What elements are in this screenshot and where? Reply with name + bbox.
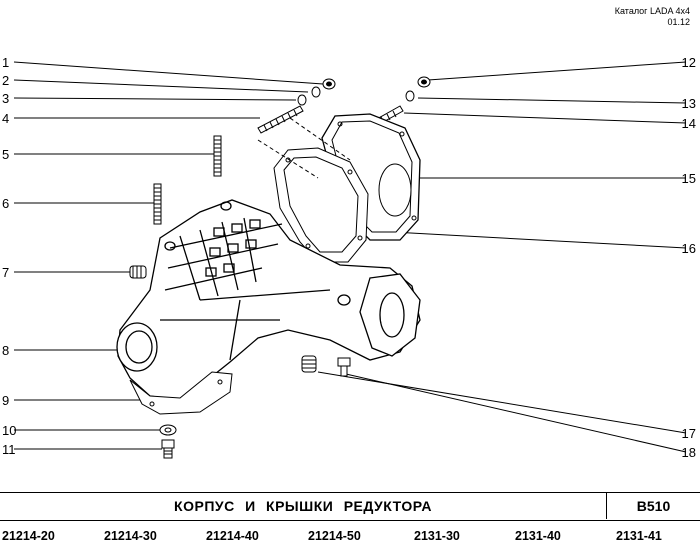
catalog-date: 01.12 bbox=[667, 17, 690, 27]
plug-7 bbox=[129, 265, 147, 279]
washer-10 bbox=[159, 424, 177, 436]
leader-3 bbox=[13, 97, 297, 101]
callout-15: 15 bbox=[682, 171, 696, 186]
section-title: КОРПУС И КРЫШКИ РЕДУКТОРА bbox=[174, 498, 432, 514]
model-item: 21214-20 bbox=[2, 529, 55, 543]
breather-18 bbox=[337, 357, 351, 377]
leader-18 bbox=[345, 373, 687, 453]
callout-13: 13 bbox=[682, 96, 696, 111]
exploded-parts-diagram: 1 2 3 4 5 6 7 8 9 10 11 12 13 14 15 16 1… bbox=[2, 55, 696, 460]
nut-1 bbox=[322, 78, 336, 90]
callout-17: 17 bbox=[682, 426, 696, 441]
title-bar: КОРПУС И КРЫШКИ РЕДУКТОРА B510 bbox=[0, 492, 700, 521]
washer-3 bbox=[297, 94, 307, 106]
leader-16 bbox=[354, 229, 687, 249]
leader-17 bbox=[317, 371, 687, 434]
model-list: 21214-20 21214-30 21214-40 21214-50 2131… bbox=[0, 529, 700, 551]
washer-2 bbox=[311, 86, 321, 98]
gasket-16 bbox=[273, 147, 369, 263]
model-item: 2131-41 bbox=[616, 529, 662, 543]
washer-13 bbox=[405, 90, 415, 102]
flange-9 bbox=[129, 371, 233, 415]
callout-3: 3 bbox=[2, 91, 9, 106]
bolt-11 bbox=[161, 439, 175, 459]
leader-12 bbox=[427, 61, 687, 81]
stud-5 bbox=[213, 135, 222, 177]
leader-13 bbox=[417, 97, 687, 104]
callout-2: 2 bbox=[2, 73, 9, 88]
callout-10: 10 bbox=[2, 423, 16, 438]
nut-12 bbox=[417, 76, 431, 88]
callout-16: 16 bbox=[682, 241, 696, 256]
callout-12: 12 bbox=[682, 55, 696, 70]
callout-11: 11 bbox=[2, 442, 16, 457]
leader-1 bbox=[13, 61, 324, 85]
callout-4: 4 bbox=[2, 111, 9, 126]
callout-18: 18 bbox=[682, 445, 696, 460]
callout-6: 6 bbox=[2, 196, 9, 211]
callout-8: 8 bbox=[2, 343, 9, 358]
callout-14: 14 bbox=[682, 116, 696, 131]
section-code: B510 bbox=[606, 493, 700, 519]
callout-5: 5 bbox=[2, 147, 9, 162]
leader-14 bbox=[403, 112, 687, 124]
model-item: 21214-30 bbox=[104, 529, 157, 543]
housing-8 bbox=[116, 199, 421, 401]
catalog-header: Каталог LADA 4x4 01.12 bbox=[615, 6, 690, 28]
model-item: 21214-50 bbox=[308, 529, 361, 543]
model-item: 21214-40 bbox=[206, 529, 259, 543]
callout-7: 7 bbox=[2, 265, 9, 280]
callout-1: 1 bbox=[2, 55, 9, 70]
plug-17 bbox=[301, 355, 317, 373]
stud-4 bbox=[257, 105, 304, 134]
stud-6 bbox=[153, 183, 162, 225]
model-item: 2131-30 bbox=[414, 529, 460, 543]
leader-2 bbox=[13, 79, 309, 93]
catalog-label: Каталог LADA 4x4 bbox=[614, 6, 690, 16]
model-item: 2131-40 bbox=[515, 529, 561, 543]
callout-9: 9 bbox=[2, 393, 9, 408]
